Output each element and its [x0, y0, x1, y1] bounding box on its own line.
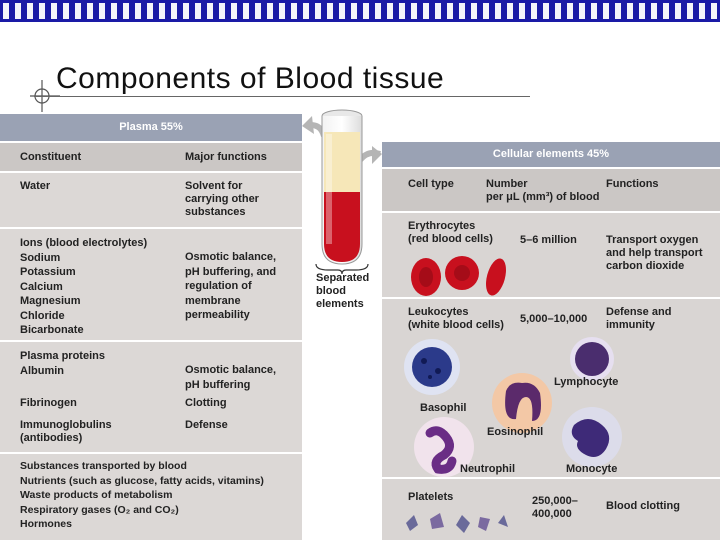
separated-elements-label: Separated blood elements	[316, 272, 370, 310]
constituent-cell: Immunoglobulins (antibodies)	[20, 419, 112, 444]
column-functions: Functions	[606, 178, 659, 190]
function-cell: Solvent for carrying other substances	[185, 180, 259, 218]
monocyte-label: Monocyte	[566, 463, 618, 475]
erythrocytes-image	[411, 256, 506, 296]
constituent-cell: Substances transported by blood Nutrient…	[20, 460, 264, 530]
number-cell: 5–6 million	[520, 234, 577, 246]
table-row: Plasma proteins Albumin Osmotic balance,…	[0, 340, 302, 452]
constituent-cell: Water	[20, 180, 51, 192]
function-cell: Clotting	[185, 397, 227, 409]
constituent-cell: Ions (blood electrolytes) Sodium Potassi…	[20, 237, 148, 336]
function-cell: Osmotic balance, pH buffering	[185, 364, 277, 391]
plasma-header: Plasma 55%	[0, 114, 302, 141]
test-tube-illustration	[302, 109, 382, 275]
cell-type-cell: Platelets	[408, 491, 454, 503]
top-decor-bar	[0, 0, 720, 22]
function-cell: Transport oxygen and help transport carb…	[606, 234, 703, 272]
plasma-table: Plasma 55% Constituent Major functions W…	[0, 114, 302, 540]
table-row: Ions (blood electrolytes) Sodium Potassi…	[0, 227, 302, 340]
table-row: Water Solvent for carrying other substan…	[0, 171, 302, 227]
basophil-label: Basophil	[420, 402, 467, 414]
page-title: Components of Blood tissue	[56, 62, 445, 95]
constituent-cell: Fibrinogen	[20, 397, 77, 409]
table-row: Substances transported by blood Nutrient…	[0, 452, 302, 540]
cellular-header: Cellular elements 45%	[382, 142, 720, 167]
column-number: Number per μL (mm³) of blood	[486, 178, 600, 203]
column-cell-type: Cell type	[408, 178, 454, 190]
table-row: Leukocytes (white blood cells) 5,000–10,…	[382, 297, 720, 477]
lymphocyte-label: Lymphocyte	[554, 376, 619, 388]
function-cell: Defense and immunity	[606, 306, 672, 331]
cell-type-cell: Leukocytes (white blood cells)	[408, 306, 504, 331]
table-row: Platelets 250,000– 400,000 Blood clottin…	[382, 477, 720, 540]
function-cell: Osmotic balance, pH buffering, and regul…	[185, 251, 277, 321]
title-underline	[34, 96, 530, 97]
leukocytes-image	[404, 337, 622, 477]
neutrophil-label: Neutrophil	[460, 463, 515, 475]
cell-type-cell: Erythrocytes (red blood cells)	[408, 220, 493, 245]
number-cell: 5,000–10,000	[520, 313, 588, 325]
function-cell: Defense	[185, 419, 228, 431]
eosinophil-label: Eosinophil	[487, 426, 544, 438]
table-row: Erythrocytes (red blood cells) 5–6 milli…	[382, 211, 720, 297]
constituent-cell: Plasma proteins Albumin	[20, 350, 105, 377]
column-major-functions: Major functions	[185, 151, 267, 163]
platelets-image	[406, 513, 508, 533]
cellular-column-header: Cell type Number per μL (mm³) of blood F…	[382, 167, 720, 211]
number-cell: 250,000– 400,000	[532, 495, 578, 520]
plasma-column-header: Constituent Major functions	[0, 141, 302, 171]
function-cell: Blood clotting	[606, 500, 680, 512]
column-constituent: Constituent	[20, 151, 82, 163]
cellular-elements-table: Cellular elements 45% Cell type Number p…	[382, 142, 720, 540]
